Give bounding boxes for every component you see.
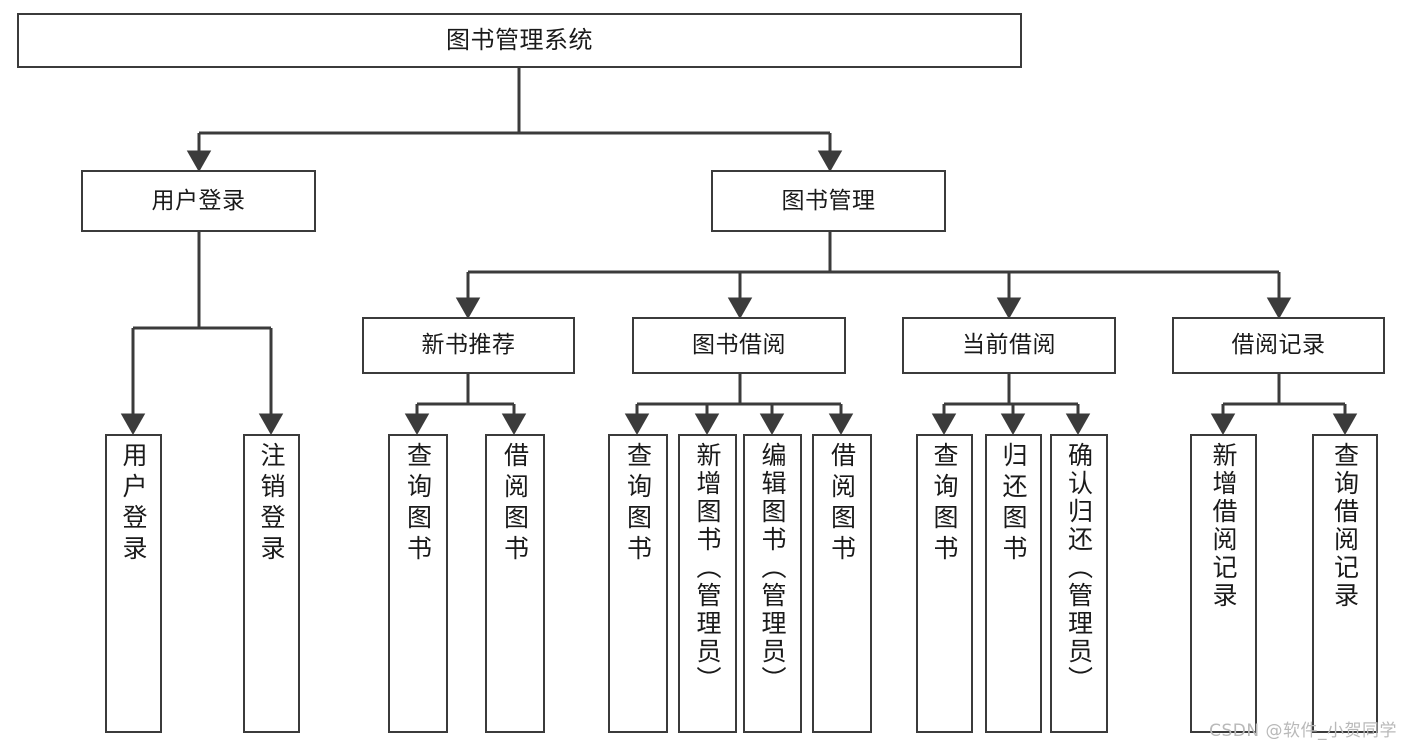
node-leaf-query-book-1[interactable]: 查询图书 xyxy=(388,434,448,733)
node-leaf-borrow-book-1[interactable]: 借阅图书 xyxy=(485,434,545,733)
node-label: 归还图书 xyxy=(999,442,1028,566)
csdn-watermark: CSDN @软件_小贺同学 xyxy=(1209,721,1397,741)
node-leaf-return-book[interactable]: 归还图书 xyxy=(985,434,1042,733)
node-label: 查询图书 xyxy=(403,442,433,566)
node-label: 注销登录 xyxy=(257,442,286,566)
node-label: 查询借阅记录 xyxy=(1330,442,1360,610)
node-label: 图书借阅 xyxy=(692,332,786,359)
node-label: 图书管理 xyxy=(781,187,876,214)
node-label: 新增图书（管理员） xyxy=(693,442,722,694)
node-leaf-borrow-book-2[interactable]: 借阅图书 xyxy=(812,434,872,733)
node-borrow-record[interactable]: 借阅记录 xyxy=(1172,317,1385,374)
node-label: 编辑图书（管理员） xyxy=(758,442,787,694)
node-leaf-add-record[interactable]: 新增借阅记录 xyxy=(1190,434,1257,733)
node-label: 用户登录 xyxy=(151,187,246,214)
node-user-login[interactable]: 用户登录 xyxy=(81,170,316,232)
node-leaf-user-login[interactable]: 用户登录 xyxy=(105,434,162,733)
node-label: 借阅记录 xyxy=(1231,332,1326,359)
node-root-system[interactable]: 图书管理系统 xyxy=(17,13,1022,68)
node-leaf-edit-book[interactable]: 编辑图书（管理员） xyxy=(743,434,802,733)
node-label: 新书推荐 xyxy=(421,332,516,359)
node-label: 查询图书 xyxy=(930,442,959,566)
node-label: 借阅图书 xyxy=(500,442,530,566)
node-book-borrow[interactable]: 图书借阅 xyxy=(632,317,846,374)
node-book-management[interactable]: 图书管理 xyxy=(711,170,946,232)
node-label: 图书管理系统 xyxy=(446,25,593,54)
node-new-book-recommend[interactable]: 新书推荐 xyxy=(362,317,575,374)
node-label: 借阅图书 xyxy=(827,442,857,566)
node-label: 确认归还（管理员） xyxy=(1064,442,1094,694)
node-label: 新增借阅记录 xyxy=(1209,442,1238,610)
node-current-borrow[interactable]: 当前借阅 xyxy=(902,317,1116,374)
node-leaf-query-book-3[interactable]: 查询图书 xyxy=(916,434,973,733)
node-leaf-logout-login[interactable]: 注销登录 xyxy=(243,434,300,733)
node-leaf-query-record[interactable]: 查询借阅记录 xyxy=(1312,434,1378,733)
node-label: 用户登录 xyxy=(119,442,148,566)
node-leaf-query-book-2[interactable]: 查询图书 xyxy=(608,434,668,733)
node-leaf-add-book[interactable]: 新增图书（管理员） xyxy=(678,434,737,733)
node-leaf-confirm-return[interactable]: 确认归还（管理员） xyxy=(1050,434,1108,733)
node-label: 查询图书 xyxy=(623,442,653,566)
node-label: 当前借阅 xyxy=(962,332,1056,359)
